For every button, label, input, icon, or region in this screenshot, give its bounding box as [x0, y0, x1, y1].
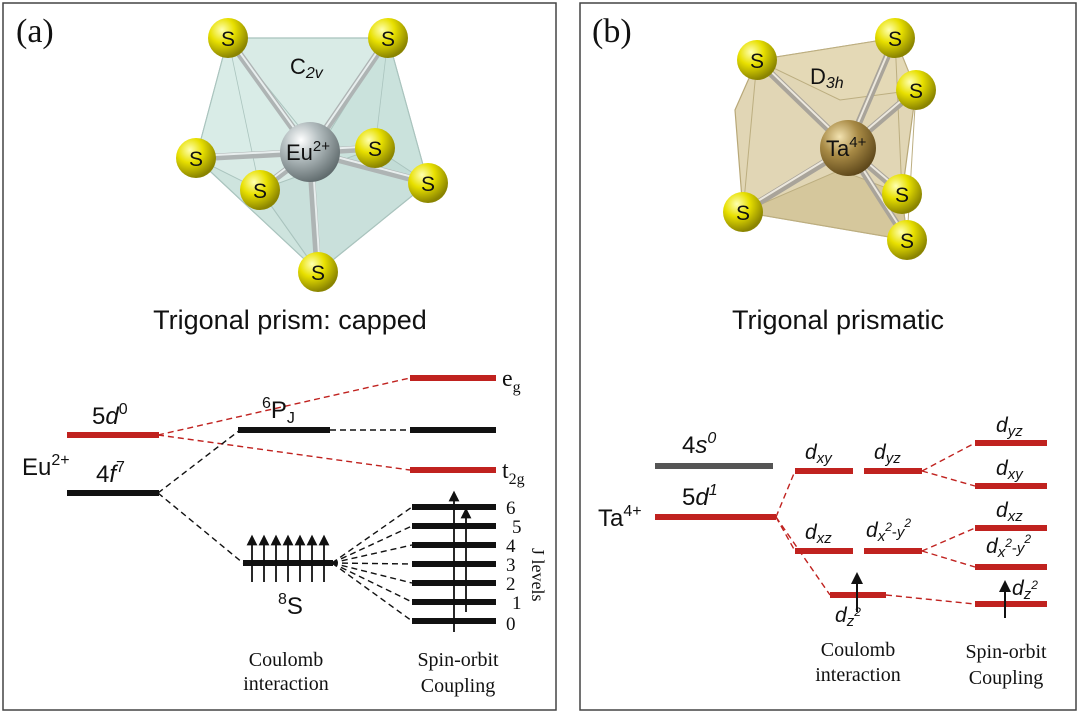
level-5d1-label: 5d1 — [682, 482, 718, 511]
j-level-number: 3 — [506, 555, 516, 576]
coulomb-caption-a-2: interaction — [243, 673, 329, 695]
sulfur-atom: S — [298, 252, 338, 292]
ta-dashed-connectors — [775, 442, 976, 605]
level-middle — [410, 427, 496, 433]
spin-caption-a-1: Spin-orbit — [417, 649, 499, 671]
label-dxz-coulomb: dxz — [805, 521, 832, 547]
level-dx2y2-coulomb — [864, 548, 922, 554]
svg-text:S: S — [750, 50, 764, 73]
panel-a-frame — [2, 2, 557, 711]
label-dz2-so: dz2 — [1012, 577, 1038, 603]
coulomb-caption-b-1: Coulomb — [821, 639, 895, 661]
sulfur-atom: S — [176, 138, 216, 178]
eu-atom — [280, 122, 340, 182]
svg-text:S: S — [221, 28, 235, 51]
svg-text:S: S — [888, 28, 902, 51]
level-8S-label: 8S — [278, 591, 303, 620]
coulomb-caption-b-2: interaction — [815, 664, 901, 686]
geometry-caption-b: Trigonal prismatic — [732, 305, 944, 335]
eu-dashed-connectors — [157, 377, 413, 622]
level-dxy-so — [975, 483, 1047, 489]
svg-text:S: S — [311, 262, 325, 285]
label-dz2-coulomb: dz2 — [835, 604, 861, 630]
spin-caption-b-2: Coupling — [969, 667, 1043, 689]
svg-text:S: S — [900, 230, 914, 253]
label-dx2y2-so: dx2-y2 — [986, 532, 1031, 561]
svg-text:S: S — [421, 173, 435, 196]
sulfur-atom: S — [896, 70, 936, 110]
ta-atom — [820, 120, 876, 176]
eu-polyhedron — [195, 36, 429, 273]
level-4f7 — [67, 490, 159, 496]
level-dxz-so — [975, 525, 1047, 531]
level-t2g — [410, 467, 496, 473]
svg-text:S: S — [368, 138, 382, 161]
level-4f7-label: 4f7 — [96, 459, 125, 488]
geometry-caption-a: Trigonal prism: capped — [153, 305, 427, 335]
svg-text:S: S — [189, 148, 203, 171]
level-dyz-coulomb — [864, 468, 922, 474]
eu-ion-label: Eu2+ — [22, 452, 70, 481]
j-level-arrows — [448, 490, 472, 632]
level-6PJ-label: 6PJ — [262, 395, 295, 427]
sulfur-atom: S — [882, 174, 922, 214]
panel-a-label: (a) — [16, 13, 54, 50]
level-eg-label: eg — [502, 366, 521, 396]
level-6PJ — [238, 427, 330, 433]
panel-b-frame — [579, 2, 1077, 711]
level-4s0 — [655, 463, 773, 469]
label-dxy-so: dxy — [996, 457, 1024, 483]
level-dxy-coulomb — [795, 468, 853, 474]
spin-up-arrows-8S — [246, 534, 330, 582]
sulfur-atom: S — [737, 40, 777, 80]
level-eg — [410, 375, 496, 381]
j-levels-title: J levels — [528, 548, 548, 602]
ta-ion-label: Ta4+ — [598, 503, 642, 532]
label-dxz-so: dxz — [996, 499, 1023, 525]
j-level-number: 4 — [506, 536, 516, 557]
level-dz2-so — [975, 601, 1047, 607]
eu-atom-label: Eu2+ — [286, 138, 330, 165]
level-t2g-label: t2g — [502, 458, 525, 488]
j-level-number: 1 — [512, 593, 522, 614]
svg-text:S: S — [909, 80, 923, 103]
label-dyz-coulomb: dyz — [874, 441, 901, 467]
label-dxy-coulomb: dxy — [805, 441, 833, 467]
level-4s0-label: 4s0 — [682, 430, 716, 459]
svg-text:S: S — [736, 202, 750, 225]
j-level-number: 6 — [506, 498, 516, 519]
spin-caption-b-1: Spin-orbit — [965, 641, 1047, 663]
sulfur-atom: S — [208, 18, 248, 58]
sulfur-atom: S — [355, 128, 395, 168]
symmetry-label-d3h: D3h — [810, 64, 844, 92]
sulfur-atom: S — [240, 170, 280, 210]
panel-b-label: (b) — [592, 13, 632, 50]
level-5d1 — [655, 514, 776, 520]
sulfur-atom: S — [887, 220, 927, 260]
spin-caption-a-2: Coupling — [421, 675, 495, 697]
svg-text:S: S — [895, 184, 909, 207]
svg-text:S: S — [381, 28, 395, 51]
j-level-number: 2 — [506, 574, 516, 595]
ta-atom-label: Ta4+ — [826, 134, 867, 161]
sulfur-atom: S — [875, 18, 915, 58]
coulomb-caption-a-1: Coulomb — [249, 649, 323, 671]
svg-text:S: S — [253, 180, 267, 203]
label-dx2y2-coulomb: dx2-y2 — [866, 516, 911, 545]
level-dyz-so — [975, 440, 1047, 446]
label-dyz-so: dyz — [996, 414, 1023, 440]
j-level-number: 5 — [512, 517, 522, 538]
sulfur-atom: S — [408, 163, 448, 203]
symmetry-label-c2v: C2v — [290, 54, 324, 82]
j-level-number: 0 — [506, 614, 516, 635]
j-level-numbers: 6 5 4 3 2 1 0 — [506, 498, 522, 635]
sulfur-atom: S — [368, 18, 408, 58]
level-5d0-label: 5d0 — [92, 401, 128, 430]
level-5d0 — [67, 432, 159, 438]
level-dxz-coulomb — [795, 548, 853, 554]
level-dx2y2-so — [975, 564, 1047, 570]
sulfur-atom: S — [723, 192, 763, 232]
